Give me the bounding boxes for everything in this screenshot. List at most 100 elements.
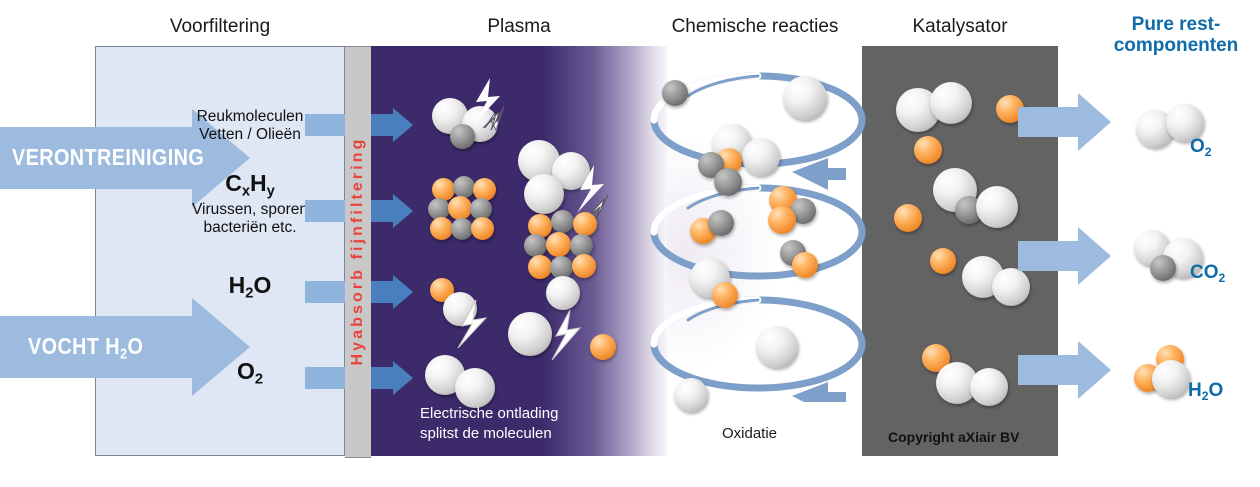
atom-white [1166, 104, 1204, 142]
hyabsorb-label-wrap: Hyabsorb fijnfiltering [345, 46, 371, 456]
atom-white [756, 326, 798, 368]
prefilter-item-3: H2O [170, 272, 330, 303]
atom-grey [450, 124, 475, 149]
atom-grey [524, 234, 547, 257]
output-label-h2o: H2O [1188, 380, 1258, 404]
atom-grey [714, 168, 742, 196]
prefilter-item-4-o: O [236, 358, 255, 384]
prefilter-item-2-line2: Virussen, sporen [191, 201, 309, 219]
lightning-bolt-icon [474, 78, 505, 132]
copyright-label: Copyright aXiair BV [888, 429, 1020, 445]
atom-grey [708, 210, 734, 236]
header-plasma: Plasma [487, 16, 551, 37]
atom-orange [546, 232, 571, 257]
atom-orange [430, 217, 453, 240]
output-label-o2-formula: O [1190, 136, 1205, 157]
atom-white [976, 186, 1018, 228]
lightning-bolt-icon [457, 299, 488, 349]
atom-white [524, 174, 564, 214]
atom-white [1152, 360, 1190, 398]
atom-white [992, 268, 1030, 306]
prefilter-item-4-2: 2 [254, 371, 264, 388]
atom-white [546, 276, 580, 310]
atom-white [783, 76, 827, 120]
output-heading-line2: componenten [1113, 35, 1239, 57]
plasma-caption-line1: Electrische ontlading [420, 405, 559, 422]
prefilter-item-2: CxHy Virussen, sporen bacteriën etc. [170, 170, 330, 238]
inlet-arrow-verontreiniging-label: VERONTREINIGING [12, 144, 205, 170]
output-label-co2-formula: CO [1190, 262, 1219, 283]
atom-white [674, 378, 708, 412]
header-katalysator: Katalysator [912, 16, 1008, 37]
atom-white [508, 312, 552, 356]
output-label-h2o-tail: O [1208, 380, 1224, 401]
atom-grey [453, 176, 475, 198]
atom-grey [551, 210, 574, 233]
atom-orange [448, 196, 472, 220]
atom-white [742, 138, 780, 176]
inlet-arrow-vocht-sub: 2 [120, 346, 128, 363]
feed-arrow-2 [305, 194, 415, 228]
atom-white [970, 368, 1008, 406]
inlet-arrow-verontreiniging: VERONTREINIGING [0, 109, 250, 207]
output-arrow-o2 [1018, 93, 1138, 151]
prefilter-item-2-x: x [241, 183, 250, 200]
prefilter-item-1-line1: Reukmoleculen [196, 108, 304, 125]
plasma-caption: Electrische ontlading splitst de molecul… [420, 404, 558, 445]
prefilter-item-2-line3: bacteriën etc. [203, 219, 297, 237]
prefilter-item-3-2: 2 [245, 285, 254, 302]
inlet-arrow-vocht-tail: O [127, 333, 144, 359]
atom-grey [428, 198, 450, 220]
prefilter-item-1: Reukmoleculen Vetten / Olieën [170, 108, 330, 145]
panel-plasma [371, 46, 667, 456]
prefilter-item-3-o: O [253, 272, 272, 298]
atom-orange [894, 204, 922, 232]
atom-white [930, 82, 972, 124]
output-label-co2-sub: 2 [1218, 270, 1226, 285]
atom-orange [914, 136, 942, 164]
reaction-spiral-group [650, 72, 866, 402]
prefilter-item-2-c: C [225, 170, 242, 196]
output-arrow-h2o [1018, 341, 1138, 399]
atom-orange [471, 217, 494, 240]
atom-orange [572, 254, 596, 278]
inlet-arrow-vocht-label: VOCHT H2O [28, 333, 143, 363]
atom-grey [470, 198, 492, 220]
plasma-caption-line2: splitst de moleculen [420, 425, 552, 443]
prefilter-item-2-h: H [250, 170, 267, 196]
atom-grey [570, 234, 593, 257]
output-label-o2-sub: 2 [1204, 144, 1212, 159]
atom-orange [432, 178, 455, 201]
feed-arrow-4 [305, 361, 415, 395]
output-arrow-co2 [1018, 227, 1138, 285]
atom-grey [550, 256, 573, 279]
atom-grey [662, 80, 688, 106]
inlet-arrow-vocht: VOCHT H2O [0, 298, 250, 396]
output-heading-line1: Pure rest- [1131, 14, 1221, 35]
atom-orange [712, 282, 738, 308]
feed-arrow-1 [305, 108, 415, 142]
header-voorfiltering: Voorfiltering [169, 16, 271, 37]
atom-orange [590, 334, 616, 360]
feed-arrow-3 [305, 275, 415, 309]
prefilter-item-1-line2: Vetten / Olieën [199, 126, 301, 144]
atom-orange [792, 252, 818, 278]
atom-orange [768, 206, 796, 234]
atom-orange [528, 255, 552, 279]
output-label-co2: CO2 [1190, 262, 1260, 286]
hyabsorb-label: Hyabsorb fijnfiltering [349, 136, 366, 366]
prefilter-item-2-y: y [266, 183, 275, 200]
prefilter-item-4: O2 [170, 358, 330, 389]
inlet-arrow-vocht-text: VOCHT H [28, 333, 121, 359]
header-chemische-reacties: Chemische reacties [671, 16, 839, 37]
panel-hyabsorb-strip [345, 46, 371, 458]
prefilter-item-3-h: H [228, 272, 246, 298]
output-heading: Pure rest- componenten [1096, 14, 1256, 57]
chemical-caption: Oxidatie [722, 425, 778, 442]
atom-orange [573, 212, 597, 236]
output-label-o2: O2 [1190, 136, 1250, 160]
atom-orange [930, 248, 956, 274]
lightning-bolt-icon [551, 309, 582, 361]
output-label-h2o-formula: H [1188, 380, 1202, 401]
